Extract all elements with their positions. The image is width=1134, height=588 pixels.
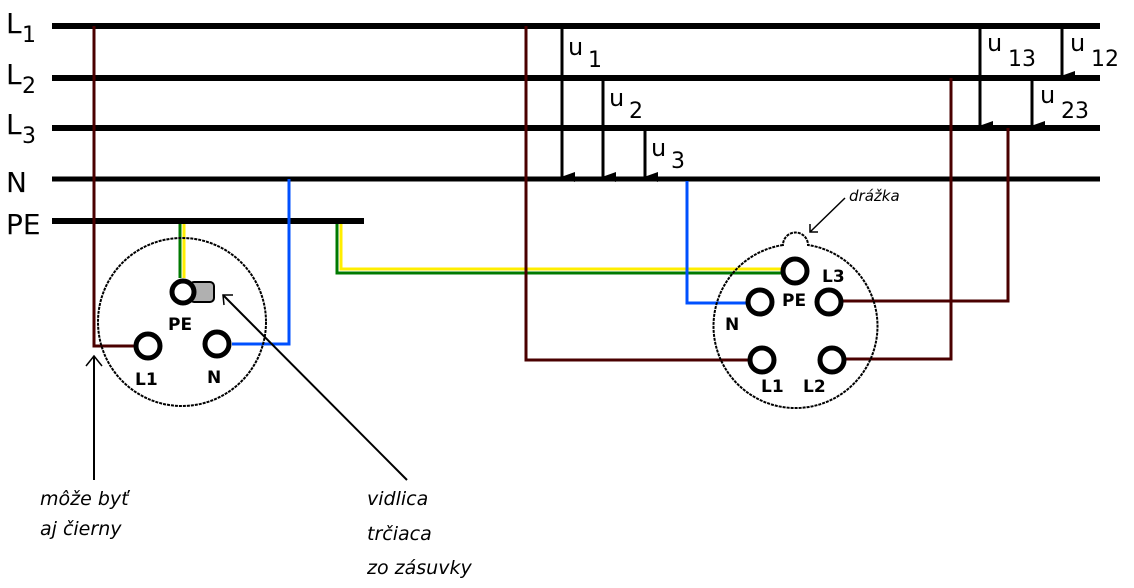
pin-label-three-l3: L3: [822, 267, 845, 287]
pin-note: vidlica trčiaca zo zásuvky: [366, 488, 472, 579]
pin-label-three-l1: L1: [761, 377, 784, 397]
annotation-arrow-wire-note: [85, 354, 103, 480]
pin-label-single-pe: PE: [168, 315, 192, 335]
svg-text:2: 2: [22, 74, 36, 99]
voltage-u1: u 1: [560, 28, 602, 182]
groove-label: drážka: [849, 187, 900, 205]
bus-label-l3: L 3: [6, 108, 36, 149]
pin-label-three-pe: PE: [782, 291, 806, 311]
socket-single-pin-n: [202, 329, 232, 359]
voltage-u12: u 12: [1060, 28, 1119, 81]
svg-text:1: 1: [22, 23, 36, 48]
wire-three-l3: [843, 128, 1010, 303]
svg-text:u: u: [1040, 81, 1055, 109]
svg-text:vidlica: vidlica: [367, 488, 428, 510]
svg-text:trčiaca: trčiaca: [367, 523, 432, 545]
svg-text:aj čierny: aj čierny: [40, 518, 122, 540]
pin-label-three-n: N: [725, 315, 739, 335]
svg-text:môže byť: môže byť: [40, 488, 131, 510]
svg-text:u: u: [568, 33, 583, 61]
wire-three-pe: [335, 224, 785, 275]
wire-single-l1: [92, 26, 134, 348]
svg-text:23: 23: [1061, 99, 1089, 124]
pin-label-single-l1: L1: [135, 370, 158, 390]
wire-three-l1: [524, 26, 750, 362]
svg-text:3: 3: [671, 149, 685, 174]
wire-single-n: [232, 179, 291, 346]
svg-text:u: u: [987, 29, 1002, 57]
svg-text:u: u: [651, 134, 666, 162]
voltage-u3: u 3: [643, 130, 685, 182]
socket-three-pin-l3: [814, 287, 844, 317]
bus-label-pe: PE: [6, 208, 41, 241]
socket-three-body: [712, 231, 879, 409]
socket-three-pin-n: [745, 287, 775, 317]
svg-text:L: L: [6, 108, 22, 141]
bus-label-l1: L 1: [6, 7, 36, 48]
svg-text:L: L: [6, 58, 22, 91]
svg-text:3: 3: [22, 124, 36, 149]
socket-single-pin-pe: [169, 278, 197, 306]
socket-single-pin-l1: [133, 331, 163, 361]
socket-three-pin-pe: [780, 256, 810, 286]
voltage-u13: u 13: [978, 28, 1036, 131]
annotation-arrow-pin-note: [222, 294, 408, 481]
socket-single-body: [97, 237, 267, 407]
wire-three-l2: [845, 78, 953, 361]
svg-text:2: 2: [629, 99, 643, 124]
svg-text:L: L: [6, 7, 22, 40]
wire-single-pe: [178, 224, 186, 278]
pin-label-single-n: N: [207, 368, 221, 388]
bus-label-n: N: [6, 166, 27, 199]
groove-annotation: drážka: [809, 187, 900, 233]
svg-text:u: u: [609, 84, 624, 112]
svg-text:13: 13: [1008, 47, 1036, 72]
socket-three-pin-l1: [747, 345, 777, 375]
socket-three-pin-l2: [817, 345, 847, 375]
voltage-u2: u 2: [601, 80, 643, 182]
pin-label-three-l2: L2: [803, 377, 826, 397]
svg-text:zo zásuvky: zo zásuvky: [366, 557, 472, 579]
svg-text:12: 12: [1091, 47, 1119, 72]
voltage-u23: u 23: [1030, 80, 1089, 131]
svg-text:u: u: [1070, 29, 1085, 57]
wire-note: môže byť aj čierny: [40, 488, 131, 540]
svg-text:1: 1: [588, 48, 602, 73]
wire-three-n: [685, 181, 748, 305]
bus-label-l2: L 2: [6, 58, 36, 99]
